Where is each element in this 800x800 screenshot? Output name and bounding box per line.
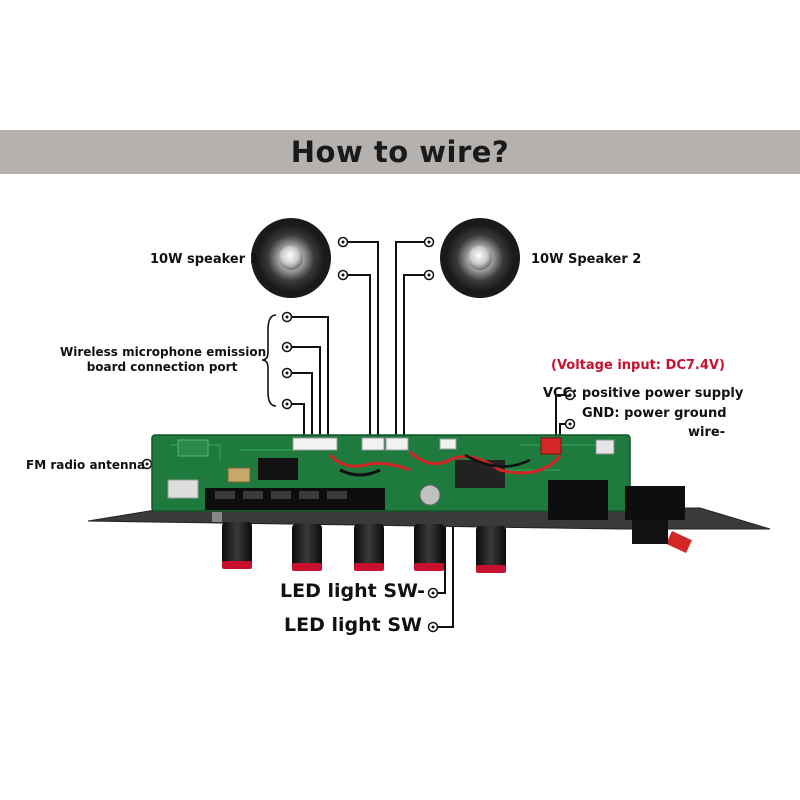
title-banner: How to wire?	[0, 130, 800, 174]
knob-icon	[414, 524, 444, 571]
mic-brace	[261, 314, 277, 407]
terminal-icon	[423, 236, 435, 248]
led-sw-minus-label: LED light SW-	[280, 580, 425, 602]
terminal-icon	[281, 367, 293, 379]
fm-antenna-label: FM radio antenna	[26, 458, 146, 472]
knobs	[212, 512, 506, 573]
speaker-2-label: 10W Speaker 2	[531, 252, 642, 267]
speaker-1-label: 10W speaker 1	[150, 252, 259, 267]
speaker-2-icon	[440, 218, 520, 298]
knob-icon	[212, 512, 252, 569]
voltage-input-label: (Voltage input: DC7.4V)	[551, 358, 725, 373]
terminal-icon	[281, 341, 293, 353]
knob-icon	[292, 524, 322, 571]
speaker-wires	[348, 241, 424, 447]
terminal-icon	[281, 311, 293, 323]
terminal-icon	[427, 621, 439, 633]
terminal-icon	[564, 418, 576, 430]
terminal-icon	[564, 389, 576, 401]
mic-port-label-line1: Wireless microphone emission	[60, 345, 267, 359]
knob-icon	[476, 526, 506, 573]
terminal-icon	[337, 269, 349, 281]
terminal-icon	[337, 236, 349, 248]
vcc-label: VCC: positive power supply	[543, 386, 744, 401]
gnd-label-line1: GND: power ground	[582, 406, 727, 421]
led-sw-label: LED light SW	[284, 614, 422, 636]
knob-icon	[354, 524, 384, 571]
mic-wires	[292, 316, 329, 447]
pcb-board	[151, 434, 692, 553]
vcc-wire	[555, 394, 565, 436]
terminal-icon	[423, 269, 435, 281]
terminals	[141, 236, 576, 633]
mic-port-label-line2: board connection port	[86, 360, 238, 374]
terminal-icon	[427, 587, 439, 599]
gnd-label-line2: wire-	[688, 425, 726, 440]
terminal-icon	[281, 398, 293, 410]
page-title: How to wire?	[290, 135, 510, 169]
gnd-wire	[559, 423, 565, 436]
speaker-1-icon	[251, 218, 331, 298]
